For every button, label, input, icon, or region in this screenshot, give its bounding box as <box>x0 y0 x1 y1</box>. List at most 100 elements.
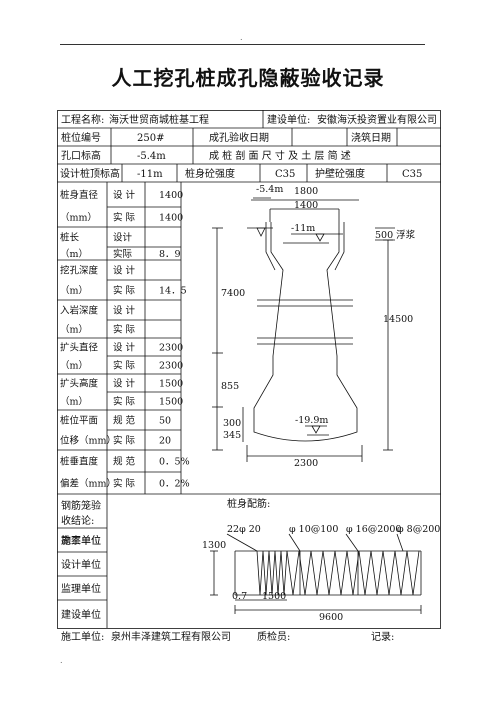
pile-no-label: 桩位编号 <box>61 131 101 144</box>
spec-row-sub: 实 际 <box>113 285 136 297</box>
spec-row-label: 位移（mm） <box>60 435 116 447</box>
unit-label: 设计单位 <box>61 558 101 571</box>
rebar-l1500: 1500 <box>262 591 286 602</box>
hole-elev-label: 孔口标高 <box>61 149 101 162</box>
spec-row-value: 0．2% <box>159 479 190 490</box>
section-top-level: -5.4m <box>256 184 283 195</box>
section-h300: 300 <box>223 418 241 429</box>
check-date-label: 成孔验收日期 <box>209 131 269 144</box>
spec-row-value: 1400 <box>159 190 183 201</box>
spec-row-value: 14．5 <box>159 286 187 297</box>
rebar-l9600: 9600 <box>319 612 343 623</box>
spec-row-sub: 设 计 <box>113 189 136 201</box>
spec-row-label: 入岩深度 <box>60 305 99 317</box>
body-conc-label: 桩身砼强度 <box>185 167 235 180</box>
pile-no-value: 250# <box>137 133 164 144</box>
header-rule <box>60 44 425 45</box>
spec-row-sub: 设 计 <box>113 265 136 277</box>
spec-row-sub: 实 际 <box>113 396 136 408</box>
pile-section-drawing <box>212 197 395 462</box>
spec-row-label: 挖孔深度 <box>60 265 99 277</box>
section-h14500: 14500 <box>383 314 413 325</box>
spec-row-label: 偏差（mm） <box>60 478 116 490</box>
spec-row-sub: 规 范 <box>113 456 136 468</box>
project-label: 工程名称: <box>61 113 104 126</box>
spec-row-value: 2300 <box>159 361 183 372</box>
footer-recorder-label: 记录: <box>371 631 394 643</box>
spec-row-sub: 设 计 <box>113 342 136 354</box>
wall-conc-value: C35 <box>402 169 422 180</box>
unit-label: 勘察单位 <box>61 534 101 547</box>
footer-inspector-label: 质检员: <box>257 630 290 643</box>
cage-label-line2: 收结论: <box>61 514 94 527</box>
spec-row-label: 桩位平面 <box>60 415 98 427</box>
top-elev-label: 设计桩顶标高 <box>60 167 120 180</box>
rebar-stirrup-1: φ 10@100 <box>289 524 338 535</box>
spec-row-label: （mm） <box>60 212 97 224</box>
spec-row-value: 1400 <box>159 213 183 224</box>
pour-date-label: 浇筑日期 <box>351 131 391 144</box>
spec-row-value: 1500 <box>159 397 183 408</box>
section-bottom-level: -19.9m <box>295 415 328 426</box>
spec-row-sub: 实 际 <box>113 212 136 224</box>
section-d2300: 2300 <box>294 458 318 469</box>
top-elev-value: -11m <box>137 169 163 180</box>
client-value: 安徽海沃投资置业有限公司 <box>317 113 437 126</box>
record-sheet: 工程名称: 海沃世贸商城桩基工程 建设单位: 安徽海沃投资置业有限公司 桩位编号… <box>57 110 441 643</box>
body-conc-value: C35 <box>275 169 295 180</box>
spec-row-label: 桩身直径 <box>60 189 99 201</box>
hole-elev-value: -5.4m <box>137 151 166 162</box>
unit-label: 建设单位 <box>61 608 101 621</box>
spec-row-label: 桩长 <box>60 232 80 244</box>
project-value: 海沃世贸商城桩基工程 <box>109 113 209 126</box>
spec-row-value: 2300 <box>159 343 183 354</box>
rebar-stirrup-3: φ 8@200 <box>397 524 440 535</box>
section-slurry: 500 浮浆 <box>375 229 416 241</box>
section-design-level: -11m <box>291 223 315 234</box>
spec-row-value: 8．9 <box>159 249 181 260</box>
section-h345: 345 <box>223 430 241 441</box>
rebar-label: 桩身配筋: <box>227 497 270 510</box>
spec-row-label: 扩头直径 <box>60 342 99 354</box>
section-d1800: 1800 <box>294 186 318 197</box>
spec-row-value: 50 <box>159 416 171 427</box>
section-h7400: 7400 <box>221 288 245 299</box>
rebar-l07: 0.7 <box>232 591 247 602</box>
rebar-main: 22φ 20 <box>227 524 261 535</box>
spec-row-sub: 实 际 <box>113 324 136 336</box>
footer-unit-value: 泉州丰泽建筑工程有限公司 <box>111 630 231 643</box>
spec-row-label: （m） <box>60 396 88 408</box>
header-dot: . <box>240 33 243 42</box>
page-title: 人工挖孔桩成孔隐蔽验收记录 <box>111 66 385 90</box>
spec-row-sub: 实 际 <box>113 360 136 372</box>
spec-row-label: （m） <box>60 360 88 372</box>
section-d1400: 1400 <box>294 200 318 211</box>
spec-row-sub: 设计 <box>113 232 133 244</box>
spec-row-value: 20 <box>159 436 171 447</box>
spec-row-sub: 实 际 <box>113 435 136 447</box>
section-label: 成 桩 剖 面 尺 寸 及 土 层 简 述 <box>209 149 351 162</box>
rebar-h1300: 1300 <box>202 540 226 551</box>
spec-row-sub: 设 计 <box>113 305 136 317</box>
section-h855: 855 <box>221 381 239 392</box>
wall-conc-label: 护壁砼强度 <box>315 167 365 180</box>
spec-row-sub: 实 际 <box>113 478 136 490</box>
unit-label: 监理单位 <box>61 582 101 595</box>
spec-row-value: 0．5% <box>159 457 190 468</box>
spec-row-label: 桩垂直度 <box>60 456 99 468</box>
footer-unit-label: 施工单位: <box>61 630 104 643</box>
client-label: 建设单位: <box>267 113 310 126</box>
spec-row-label: （m） <box>60 324 88 336</box>
rebar-stirrup-2: φ 16@2000 <box>346 524 401 535</box>
unit-label: 施工单位 <box>61 534 101 547</box>
spec-row-sub: 设 计 <box>113 378 136 390</box>
spec-row-sub: 规 范 <box>113 415 136 427</box>
spec-row-value: 1500 <box>159 379 183 390</box>
spec-row-label: （m） <box>60 248 88 260</box>
spec-row-label: （m） <box>60 285 88 297</box>
rebar-cage-drawing <box>210 533 422 614</box>
footer-dot: . <box>60 656 63 665</box>
spec-row-label: 扩头高度 <box>60 378 99 390</box>
spec-row-sub: 实际 <box>113 248 133 260</box>
cage-label-line1: 钢筋笼验 <box>61 499 101 512</box>
